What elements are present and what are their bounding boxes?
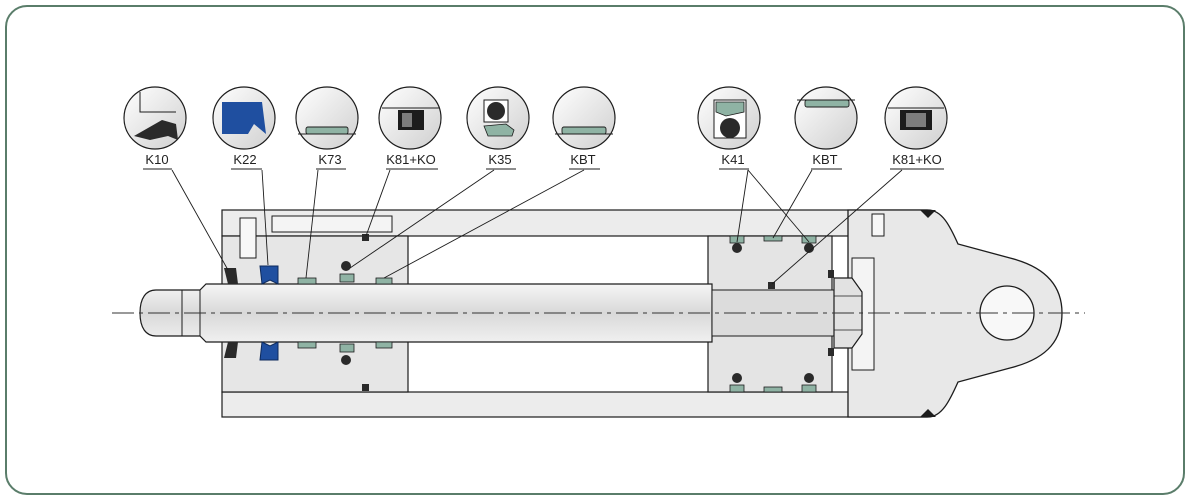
seal-k73-top (297, 277, 317, 285)
label-k10: K10 (145, 152, 168, 167)
bubble-kbt-b (794, 86, 858, 150)
seal-kbt-head-top (375, 277, 393, 285)
seal-labels: K10 K22 K73 K81+KO K35 KBT K41 KBT K81+K… (145, 152, 941, 167)
bubble-k41 (697, 86, 761, 150)
detail-bubbles (123, 86, 948, 150)
bubble-k73 (295, 86, 359, 150)
label-k81ko-b: K81+KO (892, 152, 942, 167)
cylinder-body (112, 209, 1085, 418)
label-k81ko-a: K81+KO (386, 152, 436, 167)
label-k22: K22 (233, 152, 256, 167)
seal-k81ko-head-top (362, 234, 369, 241)
bubble-k22 (212, 86, 276, 150)
bubble-kbt-a (552, 86, 616, 150)
seal-k35-bottom (339, 343, 355, 353)
label-kbt-b: KBT (812, 152, 837, 167)
bubble-k81ko-a (378, 86, 442, 150)
seal-k35-top (339, 273, 355, 283)
bubble-k35 (466, 86, 530, 150)
seal-k22-bottom (259, 341, 279, 361)
label-k35: K35 (488, 152, 511, 167)
seal-kbt-head-bottom (375, 341, 393, 349)
label-kbt-a: KBT (570, 152, 595, 167)
seal-k73-bottom (297, 341, 317, 349)
seal-k22-top (259, 265, 279, 285)
label-k73: K73 (318, 152, 341, 167)
leader-lines (171, 169, 903, 285)
bubble-k81ko-b (884, 86, 948, 150)
bubble-k10 (123, 86, 187, 150)
seal-k81ko-head-bottom (362, 384, 369, 391)
seal-k10-bottom (224, 342, 238, 358)
seal-k10-top (224, 268, 238, 284)
label-k41: K41 (721, 152, 744, 167)
